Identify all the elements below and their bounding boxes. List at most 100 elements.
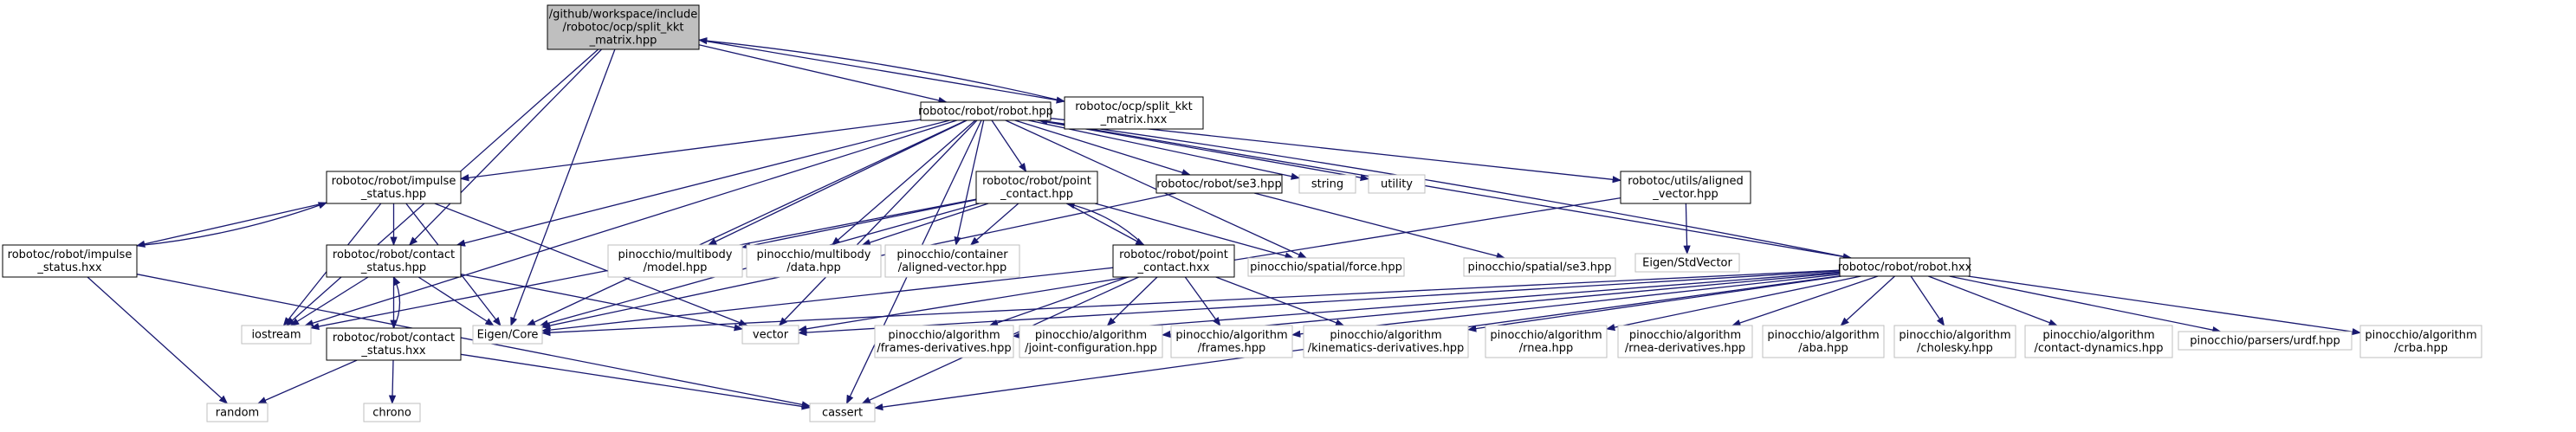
node-label: pinocchio/algorithm xyxy=(1767,329,1879,342)
node-cassert: cassert xyxy=(809,403,876,422)
node-label: pinocchio/algorithm xyxy=(1899,329,2010,342)
node-contact-status-hpp[interactable]: robotoc/robot/contact_status.hpp xyxy=(326,244,462,278)
edge-point_contact_hpp-to-pin_aligned_vector xyxy=(969,203,1019,246)
node-iostream: iostream xyxy=(241,325,312,345)
edge-contact_status_hpp-to-iostream xyxy=(289,276,369,326)
edge-contact_status_hxx-to-cassert xyxy=(460,353,812,410)
node-aligned-vector-hpp[interactable]: robotoc/utils/aligned_vector.hpp xyxy=(1620,171,1751,204)
node-label: pinocchio/container xyxy=(896,248,1008,261)
node-pin-aba: pinocchio/algorithm/aba.hpp xyxy=(1762,325,1885,358)
node-point-contact-hxx[interactable]: robotoc/robot/point_contact.hxx xyxy=(1112,244,1235,278)
node-box xyxy=(1463,257,1616,277)
node-box xyxy=(547,4,700,50)
edge-robot_hpp-to-pin_aligned_vector xyxy=(954,119,985,247)
node-pin-rnea: pinocchio/algorithm/rnea.hpp xyxy=(1485,325,1608,358)
node-box xyxy=(326,171,462,204)
node-label: string xyxy=(1311,178,1343,191)
edges-layer xyxy=(87,37,2362,411)
node-label: /cholesky.hpp xyxy=(1917,342,1993,355)
node-label: /frames-derivatives.hpp xyxy=(877,342,1011,355)
node-box xyxy=(241,325,312,345)
edge-robot_hxx-to-pin_aba xyxy=(1840,275,1895,326)
node-label: robotoc/robot/robot.hpp xyxy=(918,106,1053,119)
edge-contact_status_hpp-to-eigen_core xyxy=(417,276,495,326)
edge-robot_hpp-to-point_contact_hpp xyxy=(991,119,1027,172)
node-impulse-status-hpp[interactable]: robotoc/robot/impulse_status.hpp xyxy=(326,171,462,204)
node-label: utility xyxy=(1381,178,1413,191)
node-vector: vector xyxy=(741,325,799,345)
node-label: pinocchio/parsers/urdf.hpp xyxy=(2190,335,2340,348)
edge-point_contact_hpp-to-pin_model xyxy=(741,199,977,249)
node-eigen-core: Eigen/Core xyxy=(472,325,543,345)
node-box xyxy=(1893,325,2016,358)
node-box xyxy=(2024,325,2173,358)
edge-root-to-split_kkt_matrix_hxx xyxy=(698,39,1066,104)
node-impulse-status-hxx[interactable]: robotoc/robot/impulse_status.hxx xyxy=(2,244,138,278)
node-pin-crba: pinocchio/algorithm/crba.hpp xyxy=(2359,325,2482,358)
node-label: pinocchio/algorithm xyxy=(1035,329,1147,342)
edge-point_contact_hpp-to-pin_data xyxy=(861,203,989,247)
edge-point_contact_hpp-to-point_contact_hxx xyxy=(1066,203,1145,246)
node-pin-cholesky: pinocchio/algorithm/cholesky.hpp xyxy=(1893,325,2016,358)
node-box xyxy=(1112,244,1235,278)
node-label: /data.hpp xyxy=(786,261,841,274)
node-label: chrono xyxy=(372,407,411,420)
node-box xyxy=(2359,325,2482,358)
edge-robot_hpp-to-vector xyxy=(778,119,978,326)
edge-contact_status_hxx-to-chrono xyxy=(388,359,397,405)
node-box xyxy=(206,403,269,422)
node-split-kkt-matrix-hxx[interactable]: robotoc/ocp/split_kkt_matrix.hxx xyxy=(1064,96,1204,130)
node-label: _status.hpp xyxy=(360,261,426,274)
nodes-layer: /github/workspace/include/robotoc/ocp/sp… xyxy=(2,4,2482,422)
node-pin-joint-configuration: pinocchio/algorithm/joint-configuration.… xyxy=(1019,325,1163,358)
node-root[interactable]: /github/workspace/include/robotoc/ocp/sp… xyxy=(547,4,700,50)
node-box xyxy=(1839,257,1971,277)
node-box xyxy=(1617,325,1753,358)
node-contact-status-hxx[interactable]: robotoc/robot/contact_status.hxx xyxy=(326,327,462,361)
node-box xyxy=(363,403,421,422)
node-label: pinocchio/algorithm xyxy=(1629,329,1741,342)
edge-root-to-robot_hpp xyxy=(698,44,948,104)
node-label: /crba.hpp xyxy=(2394,342,2448,355)
node-robot-hpp[interactable]: robotoc/robot/robot.hpp xyxy=(918,101,1053,121)
node-box xyxy=(2,244,138,278)
node-label: _matrix.hpp xyxy=(589,35,657,48)
edge-point_contact_hxx-to-pin_frames_derivatives xyxy=(988,276,1129,326)
node-label: pinocchio/algorithm xyxy=(1330,329,1441,342)
node-label: robotoc/utils/aligned xyxy=(1628,175,1743,188)
edge-impulse_status_hxx-to-impulse_status_hpp xyxy=(136,202,327,247)
node-box xyxy=(1064,96,1204,130)
node-label: /kinematics-derivatives.hpp xyxy=(1308,342,1465,355)
node-label: robotoc/robot/impulse xyxy=(8,248,133,261)
node-label: _status.hxx xyxy=(360,345,426,358)
edge-robot_hxx-to-pin_crba xyxy=(1967,275,2362,336)
node-robot-hxx[interactable]: robotoc/robot/robot.hxx xyxy=(1838,257,1972,277)
node-label: robotoc/robot/contact xyxy=(333,248,455,261)
node-label: pinocchio/algorithm xyxy=(888,329,1000,342)
edge-contact_status_hpp-to-vector xyxy=(460,273,744,332)
node-se3-hpp[interactable]: robotoc/robot/se3.hpp xyxy=(1155,174,1283,194)
node-point-contact-hpp[interactable]: robotoc/robot/point_contact.hpp xyxy=(975,171,1098,204)
node-label: _matrix.hxx xyxy=(1100,113,1168,126)
edge-robot_hpp-to-robot_hxx xyxy=(1039,119,1853,261)
node-box xyxy=(1019,325,1163,358)
edge-robot_hpp-to-contact_status_hpp xyxy=(456,119,950,247)
edge-contact_status_hxx-to-random xyxy=(257,359,358,404)
node-utility: utility xyxy=(1368,174,1426,194)
node-box xyxy=(607,244,743,278)
edge-robot_hpp-to-eigen_core xyxy=(526,119,967,326)
node-box xyxy=(746,244,882,278)
edge-point_contact_hxx-to-point_contact_hpp xyxy=(1065,202,1145,246)
node-pin-frames-derivatives: pinocchio/algorithm/frames-derivatives.h… xyxy=(874,325,1014,358)
node-pin-force: pinocchio/spatial/force.hpp xyxy=(1247,257,1405,277)
edge-robot_hpp-to-pin_model xyxy=(707,119,968,246)
node-label: pinocchio/algorithm xyxy=(2042,329,2154,342)
node-box xyxy=(975,171,1098,204)
node-label: _vector.hpp xyxy=(1652,188,1718,201)
node-pin-rnea-derivatives: pinocchio/algorithm/rnea-derivatives.hpp xyxy=(1617,325,1753,358)
edge-impulse_status_hpp-to-vector xyxy=(434,203,748,326)
edge-point_contact_hpp-to-pin_force xyxy=(1095,203,1294,260)
edge-robot_hpp-to-impulse_status_hpp xyxy=(459,119,922,182)
node-label: robotoc/robot/point xyxy=(1119,248,1228,261)
